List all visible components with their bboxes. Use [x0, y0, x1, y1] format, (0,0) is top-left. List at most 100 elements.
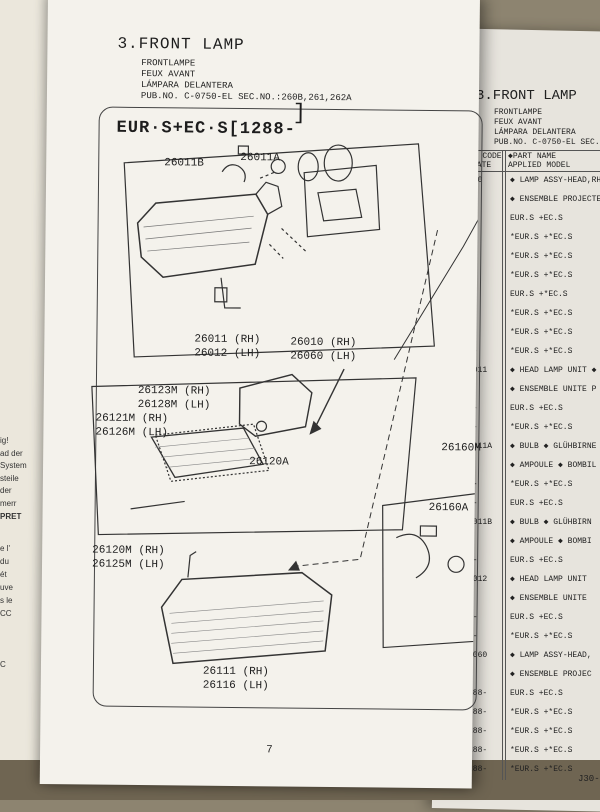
left-fragment: du: [0, 557, 9, 566]
part-description-cell: ◆ HEAD LAMP UNIT ◆: [510, 366, 597, 375]
bracket-detail: [317, 188, 363, 222]
column-divider: [505, 150, 506, 780]
part-description-cell: ◆ LAMP ASSY-HEAD,RH: [510, 176, 600, 185]
lens-gasket: [154, 423, 270, 482]
part-description-cell: ◆ BULB ◆ GLÜHBIRNE: [510, 442, 597, 451]
table-header: [468, 150, 600, 172]
corner-lamp-box: [91, 377, 417, 536]
callout-26128m-lh: 26128M (LH): [137, 398, 211, 412]
mounting-screw: [130, 500, 185, 510]
corner-lamp-lens: [150, 427, 265, 479]
part-code-cell: 288-: [468, 765, 488, 774]
right-subtitle: FRONTLAMPE: [494, 108, 543, 117]
part-code-cell: 6060: [468, 651, 488, 660]
part-code-cell: 288-: [468, 727, 488, 736]
callout-26012-lh: 26012 (LH): [194, 347, 261, 361]
part-code-cell: 6011A: [468, 442, 493, 451]
left-fragment: PRET: [0, 512, 22, 521]
bracket-detail-box: [303, 164, 381, 238]
adjuster-bracket: [214, 287, 228, 303]
arrow-to-bottom-lamp: [291, 229, 439, 568]
part-description-cell: *EUR.S +*EC.S: [510, 347, 573, 356]
harness-connector: [419, 525, 438, 537]
part-description-cell: ◆ AMPOULE ◆ BOMBIL: [510, 461, 597, 470]
part-description-cell: EUR.S +EC.S: [510, 689, 563, 698]
left-fragment: merr: [0, 499, 17, 508]
harness-box: [382, 488, 480, 649]
headlamp-rear-bracket: [255, 181, 283, 215]
part-code-cell: 288-: [468, 746, 488, 755]
header-date: DATE: [472, 161, 492, 170]
callout-26120m-rh: 26120M (RH): [92, 544, 165, 558]
column-divider: [502, 150, 503, 780]
part-description-cell: EUR.S +EC.S: [510, 499, 563, 508]
left-fragment: ét: [0, 570, 7, 579]
part-description-cell: *EUR.S +*EC.S: [510, 480, 573, 489]
callout-26011b: 26011B: [164, 157, 204, 170]
headlamp-housing: [136, 193, 269, 279]
bulb-retainer-ring: [323, 144, 353, 182]
exploded-parts-diagram: [91, 143, 480, 665]
lamp-harness-wire: [396, 533, 430, 579]
callout-26011-rh: 26011 (RH): [194, 333, 261, 347]
left-fragment: s le: [0, 596, 13, 605]
part-description-cell: EUR.S +*EC.S: [510, 290, 568, 299]
part-description-cell: *EUR.S +*EC.S: [510, 252, 573, 261]
left-fragment: steile: [0, 474, 19, 483]
harness-socket: [447, 555, 465, 573]
callout-26123m-rh: 26123M (RH): [137, 384, 211, 398]
headlamp-lens-lines: [143, 215, 254, 252]
part-description-cell: *EUR.S +*EC.S: [510, 423, 573, 432]
part-description-cell: *EUR.S +*EC.S: [510, 708, 573, 717]
dashed-leaders: [259, 171, 308, 259]
part-code-cell: 6011B: [468, 518, 493, 527]
right-subtitle: LÁMPARA DELANTERA: [494, 128, 576, 137]
part-description-cell: *EUR.S +*EC.S: [510, 746, 573, 755]
callout-26125m-lh: 26125M (LH): [91, 558, 165, 572]
page-number: 7: [266, 744, 273, 757]
corner-lamp-bracket: [187, 551, 197, 578]
socket-wire: [221, 164, 246, 183]
corner-lamp-ribs: [169, 600, 324, 654]
front-corner-lamp: [160, 571, 333, 665]
bulb-socket: [297, 152, 319, 182]
arrowhead: [287, 560, 300, 571]
callout-26060-lh: 26060 (LH): [290, 350, 357, 364]
left-fragment: ig!: [0, 436, 9, 445]
right-subtitle: PUB.NO. C-0750-EL SEC.NO: [494, 138, 600, 147]
part-description-cell: ◆ LAMP ASSY-HEAD,: [510, 651, 592, 660]
bulb-26011a: [270, 158, 286, 175]
part-description-cell: ◆ BULB ◆ GLÜHBIRN: [510, 518, 592, 527]
part-description-cell: ◆ ENSEMBLE PROJECTEU: [510, 195, 600, 204]
left-fragment: CC: [0, 609, 12, 618]
header-part-code: RT CODE: [468, 152, 502, 161]
callout-26120a: 26120A: [249, 456, 289, 469]
part-description-cell: EUR.S +EC.S: [510, 556, 563, 565]
left-fragment: uve: [0, 583, 13, 592]
main-page: 3.FRONT LAMP FRONTLAMPE FEUX AVANT LÁMPA…: [39, 0, 483, 789]
arrow-to-corner-lamp: [314, 368, 345, 428]
part-description-cell: *EUR.S +*EC.S: [510, 233, 573, 242]
part-code-cell: 288-: [468, 708, 488, 717]
callout-26160a: 26160A: [428, 502, 469, 515]
part-description-cell: EUR.S +EC.S: [510, 404, 563, 413]
right-subtitle: FEUX AVANT: [494, 118, 543, 127]
left-fragment: C: [0, 660, 6, 669]
adjuster-screw: [220, 277, 241, 309]
arrowhead: [309, 420, 322, 435]
corner-lamp-housing: [238, 373, 313, 437]
part-code-cell: 6012: [468, 575, 488, 584]
part-description-cell: EUR.S +EC.S: [510, 613, 563, 622]
part-description-cell: *EUR.S +*EC.S: [510, 328, 573, 337]
left-fragment: der: [0, 486, 12, 495]
right-page-title: 3.FRONT LAMP: [476, 88, 577, 104]
part-description-cell: *EUR.S +*EC.S: [510, 309, 573, 318]
left-fragment: e l': [0, 544, 10, 553]
small-bulb-26011b: [237, 145, 250, 155]
part-description-cell: EUR.S +EC.S: [510, 214, 563, 223]
callout-26011a: 26011A: [240, 152, 280, 165]
lens-texture: [155, 437, 260, 468]
arrow-to-vehicle: [393, 198, 480, 360]
callout-26160m: 26160M: [441, 442, 481, 455]
part-code-cell: 288-: [468, 689, 488, 698]
